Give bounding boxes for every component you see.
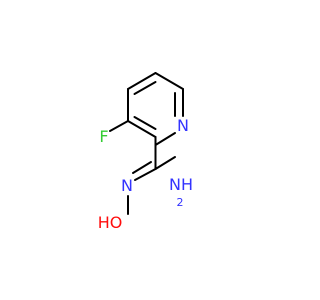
bond-c3-c2-inner [133,116,157,130]
atom-label-n-ring: N [177,116,189,135]
atom-label-n-oxime: N [121,176,133,195]
bond-c3-f [109,120,129,132]
bond-c5-c4 [127,72,157,90]
bond-c5-c4-inner [133,81,157,95]
atom-label-nh: NH [169,175,193,194]
bond-camidine-n [134,168,157,181]
molecule-structure: N F NH 2 N HO [98,72,193,232]
atom-label-nh2: NH 2 [169,175,193,209]
bond-camidine-n-inner [132,161,152,174]
atom-label-ho: HO [98,213,123,232]
bond-c3-c2 [127,120,157,138]
bond-c6-c5 [154,72,184,90]
bond-c2-n1 [154,132,176,146]
atom-label-nh2-subscript: 2 [177,196,184,209]
bond-camidine-nh2 [154,156,176,170]
atom-label-fluorine: F [99,127,108,146]
